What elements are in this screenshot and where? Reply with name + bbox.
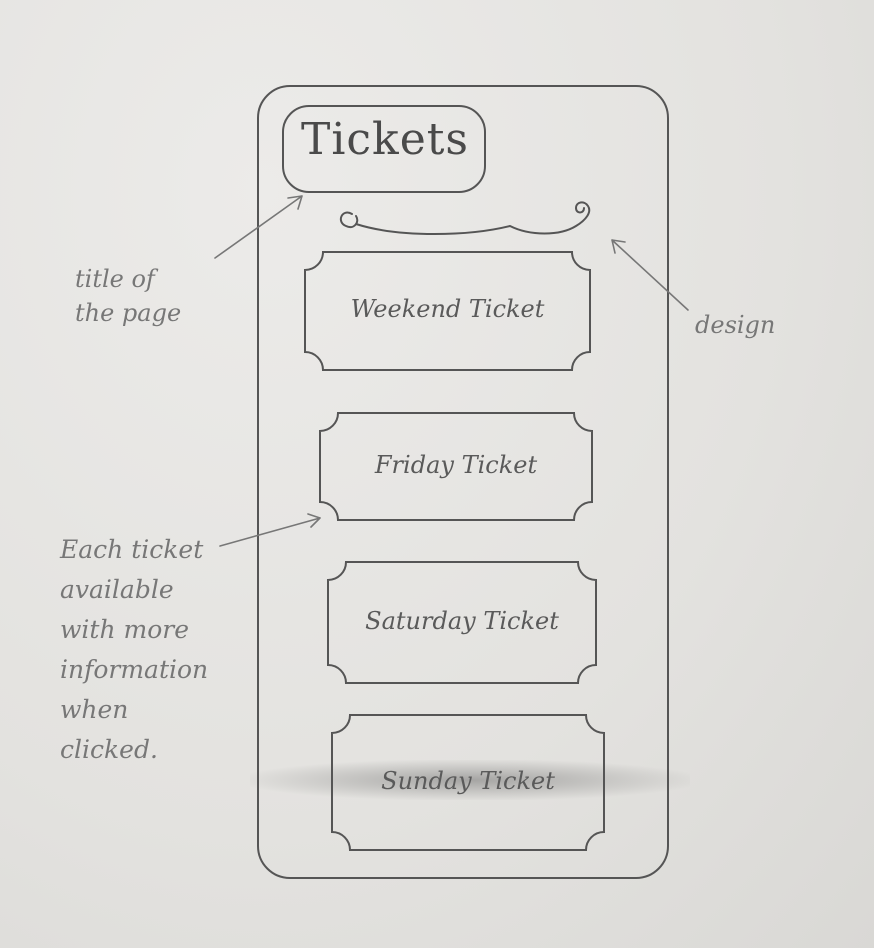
annotation-line: available [60, 575, 174, 604]
annotation-each-ticket: Each ticket available with more informat… [60, 530, 208, 770]
annotation-design: design [695, 311, 776, 339]
annotation-line: when [60, 695, 129, 724]
decorative-swirl-design [339, 201, 591, 235]
annotation-line: with more [60, 615, 189, 644]
annotation-line: the page [75, 299, 182, 327]
ticket-sunday-button[interactable]: Sunday Ticket [381, 766, 555, 795]
ticket-outline-friday [319, 412, 593, 521]
annotation-line: title of [75, 265, 155, 293]
ticket-outline-weekend [304, 251, 591, 371]
annotation-title-of-page: title of the page [75, 262, 181, 330]
arrow-ticket [219, 513, 321, 547]
annotation-line: clicked. [60, 735, 158, 764]
ticket-outline-sunday [331, 714, 605, 851]
annotation-line: Each ticket [60, 535, 204, 564]
arrow-title [214, 195, 303, 259]
ticket-weekend-button[interactable]: Weekend Ticket [350, 295, 545, 323]
phone-frame [257, 85, 669, 879]
pencil-smudge [250, 760, 690, 800]
arrow-design [611, 239, 689, 311]
ticket-outline-saturday [327, 561, 597, 684]
annotation-line: information [60, 655, 209, 684]
ticket-saturday-button[interactable]: Saturday Ticket [365, 606, 559, 635]
ticket-friday-button[interactable]: Friday Ticket [374, 450, 538, 479]
title-box [282, 105, 486, 193]
page-title: Tickets [300, 114, 470, 165]
